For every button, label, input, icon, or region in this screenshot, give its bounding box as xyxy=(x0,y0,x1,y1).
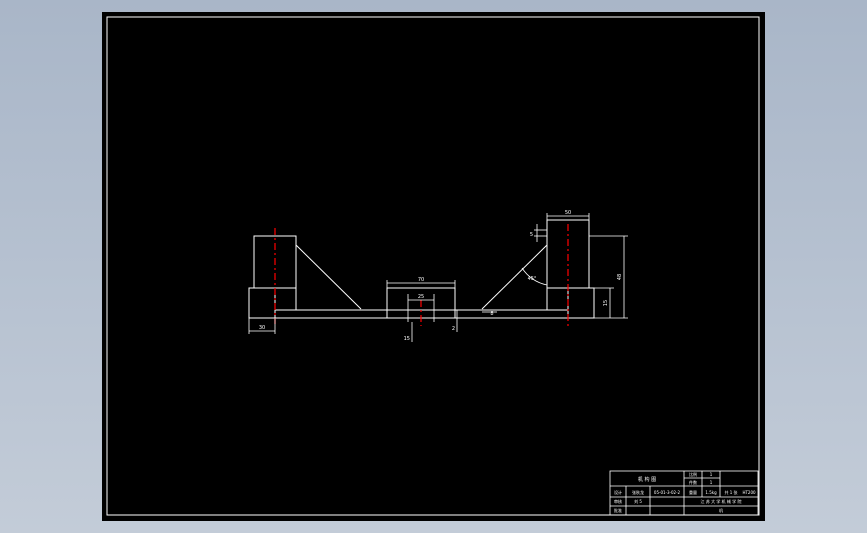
sheet-border xyxy=(106,16,760,516)
right-column-base xyxy=(567,287,595,319)
dim-small-c: 2 xyxy=(452,326,455,332)
scale: 1 xyxy=(710,472,713,477)
dim-right-height: 48 xyxy=(617,274,623,280)
part-number: 05-01-3-02-2 xyxy=(654,490,681,495)
part-outline xyxy=(248,219,595,319)
left-column-base xyxy=(248,287,276,319)
weight-label: 重量 xyxy=(689,489,697,495)
qty-label: 件数 xyxy=(689,479,697,485)
designer: 张秋龙 xyxy=(632,489,644,495)
right-rib xyxy=(481,244,548,310)
school: 江 苏 大 学 机 械 学 院 xyxy=(701,498,742,504)
dimension-lines xyxy=(248,213,628,342)
dim-small-d: 8 xyxy=(490,311,493,317)
dim-center-bore: 25 xyxy=(418,294,424,300)
checker-label: 审核 xyxy=(614,498,622,504)
cad-drawing: 30 70 25 50 48 15 45° 5 15 2 8 机 构 图 设计 … xyxy=(106,16,760,516)
designer-label: 设计 xyxy=(614,489,622,495)
dim-center-width: 70 xyxy=(418,277,424,283)
dim-small-b: 15 xyxy=(404,336,410,342)
left-rib xyxy=(295,244,362,310)
approve-label: 批准 xyxy=(614,507,622,513)
dim-angle: 45° xyxy=(528,276,537,282)
scale-label: 比例 xyxy=(689,471,697,477)
qty: 1 xyxy=(710,480,713,485)
material: HT200 xyxy=(742,490,756,495)
drawing-sheet: 30 70 25 50 48 15 45° 5 15 2 8 机 构 图 设计 … xyxy=(102,12,765,521)
weight: 1.5kg xyxy=(705,490,717,495)
dim-right-lower: 15 xyxy=(603,300,609,306)
dim-right-top-width: 50 xyxy=(565,210,571,216)
centerlines xyxy=(274,224,569,326)
dim-bottom-left: 30 xyxy=(259,325,265,331)
dim-small-a: 5 xyxy=(530,232,533,238)
title-block-title: 机 构 图 xyxy=(638,476,656,483)
checker: 刘 5 xyxy=(634,498,642,504)
sheet-count: 共 1 张 xyxy=(724,489,737,495)
title-block xyxy=(609,470,759,516)
department: 机 xyxy=(719,507,723,513)
